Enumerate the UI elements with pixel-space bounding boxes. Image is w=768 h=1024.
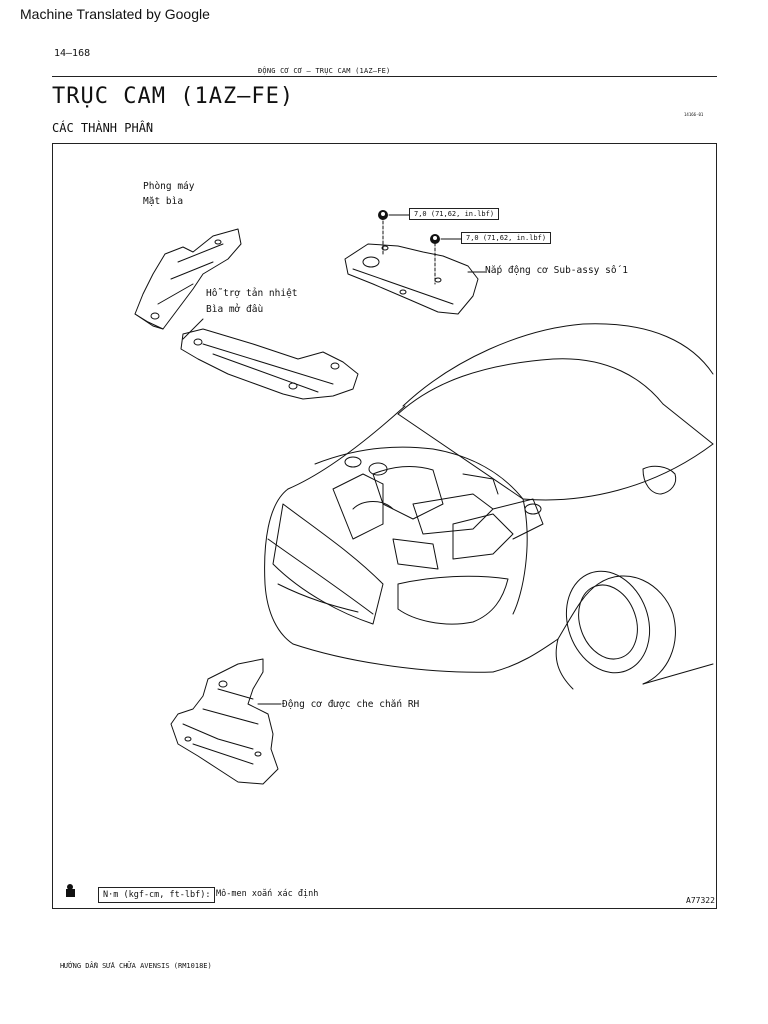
machine-translation-banner: Machine Translated by Google (20, 6, 210, 22)
header-rule (52, 76, 717, 77)
torque-spec-1: 7,0 (71,62, in.lbf) (409, 208, 500, 220)
figure-code: A77322 (686, 896, 715, 905)
car-illustration (264, 323, 714, 690)
page-title: TRỤC CAM (1AZ–FE) (52, 84, 295, 109)
doc-reference: 14166-01 (684, 112, 704, 117)
label-radiator-support-line1: Hỗ trợ tản nhiệt (206, 288, 298, 299)
exploded-diagram (66, 210, 714, 897)
radiator-support-cover-part (180, 328, 359, 400)
torque-wrench-icon (66, 884, 75, 897)
components-figure: Phòng máy Mặt bìa Hỗ trợ tản nhiệt Bìa m… (52, 143, 717, 909)
section-subtitle: CÁC THÀNH PHẦN (52, 121, 154, 135)
label-engine-cover: Nắp động cơ Sub-assy số 1 (485, 265, 628, 276)
torque-spec-2: 7,0 (71,62, in.lbf) (461, 232, 552, 244)
label-engine-room-line1: Phòng máy (143, 181, 195, 192)
running-title: ĐỘNG CƠ CƠ – TRỤC CAM (1AZ–FE) (258, 67, 391, 75)
label-engine-under-cover-rh: Động cơ được che chắn RH (282, 699, 420, 710)
legend-unit-box: N·m (kgf-cm, ft-lbf): (98, 887, 216, 903)
engine-under-cover-rh-part (170, 658, 279, 785)
page-number: 14–168 (54, 48, 91, 59)
torque-bolt-icon (378, 210, 388, 220)
engine-room-side-cover-part (134, 228, 242, 330)
torque-bolt-icon (430, 234, 440, 244)
engine-cover-part (344, 243, 479, 315)
page-footer: HƯỚNG DẪN SỬA CHỮA AVENSIS (RM1018E) (60, 962, 212, 970)
legend-text: Mô-men xoắn xác định (216, 889, 319, 899)
label-engine-room-line2: Mặt bìa (143, 196, 184, 207)
label-radiator-support-line2: Bìa mở đầu (206, 304, 264, 315)
